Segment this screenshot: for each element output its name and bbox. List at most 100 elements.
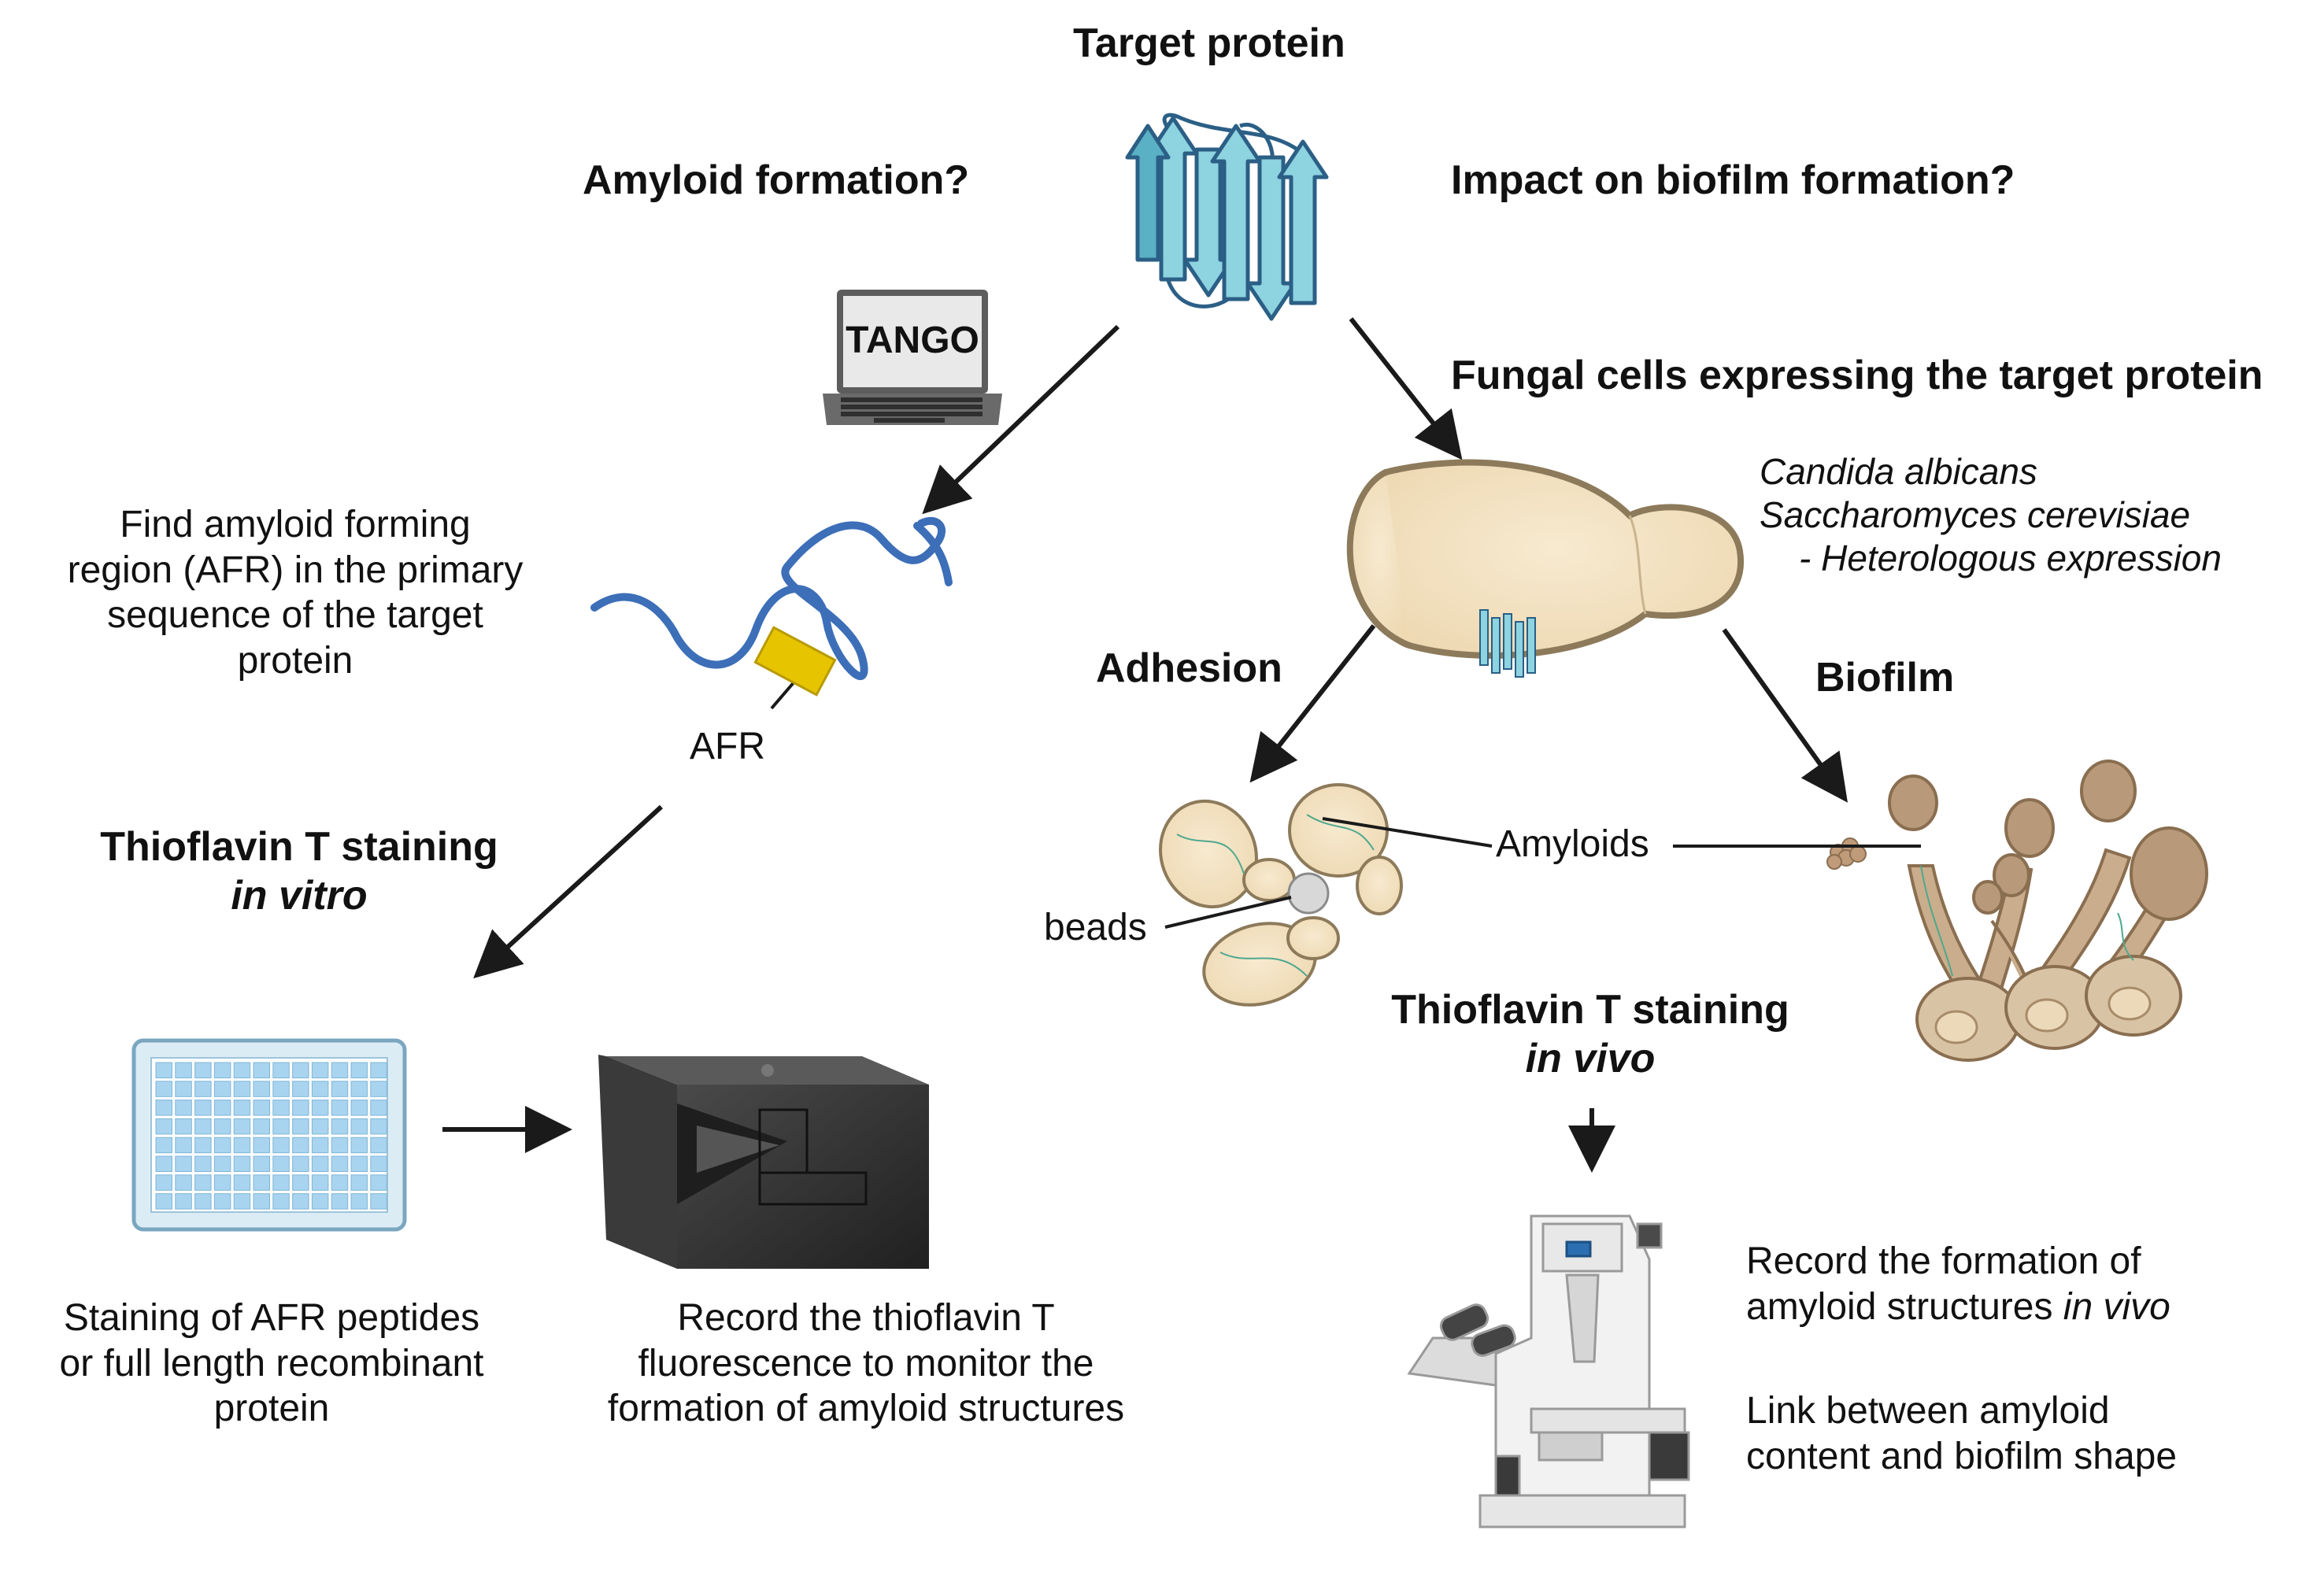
- plate-well: [213, 1174, 231, 1191]
- plate-well: [233, 1155, 251, 1172]
- flow-arrows: [442, 317, 1848, 1173]
- in-vivo-staining-subtitle: in vivo: [1525, 1036, 1656, 1082]
- adhesion-cells-icon: [1159, 783, 1403, 1007]
- plate-well: [350, 1081, 368, 1097]
- arrow-protein-to-sequence: [922, 324, 1120, 515]
- in-vitro-staining-heading: Thioflavin T staining: [100, 824, 498, 870]
- biofilm-label: Biofilm: [1815, 655, 1955, 700]
- plate-well: [370, 1100, 387, 1116]
- plate-well: [213, 1137, 231, 1154]
- plate-well: [253, 1062, 270, 1078]
- plate-well: [233, 1193, 251, 1210]
- afr-description-line: Find amyloid forming: [120, 504, 471, 545]
- afr-description-line: sequence of the target: [107, 594, 483, 637]
- plate-well: [331, 1155, 349, 1172]
- plate-well: [155, 1062, 172, 1078]
- amyloids-label: Amyloids: [1496, 823, 1649, 865]
- plate-well: [175, 1137, 192, 1154]
- tango-label: TANGO: [846, 320, 979, 361]
- beads-label: beads: [1044, 907, 1147, 948]
- plate-well: [175, 1118, 192, 1135]
- plate-well: [292, 1193, 309, 1210]
- biofilm-impact-question: Impact on biofilm formation?: [1451, 157, 2015, 203]
- record-line-2-text: amyloid structures: [1746, 1285, 2063, 1328]
- record-in-vivo-text: Record the formation of amyloid structur…: [1746, 1239, 2170, 1329]
- reader-caption-line: fluorescence to monitor the: [638, 1342, 1094, 1384]
- reader-caption-line: Record the thioflavin T: [677, 1297, 1055, 1339]
- in-vitro-staining-subtitle: in vitro: [231, 873, 368, 919]
- plate-well: [331, 1193, 349, 1210]
- plate-well: [213, 1062, 231, 1078]
- species-line: Candida albicans: [1760, 451, 2037, 492]
- plate-well: [155, 1155, 172, 1172]
- plate-well: [194, 1118, 212, 1135]
- plate-well: [213, 1081, 231, 1097]
- plate-well: [311, 1193, 329, 1210]
- well-plate-icon: [131, 1038, 407, 1232]
- plate-well: [331, 1137, 349, 1154]
- plate-well: [253, 1193, 270, 1210]
- plate-well: [233, 1137, 251, 1154]
- plate-well: [272, 1118, 290, 1135]
- in-vitro-staining-title: Thioflavin T staining in vitro: [47, 822, 551, 921]
- plate-well: [311, 1137, 329, 1154]
- plate-caption-line: protein: [213, 1388, 330, 1430]
- plate-well: [331, 1174, 349, 1191]
- plate-well: [272, 1155, 290, 1172]
- target-protein-title: Target protein: [1073, 20, 1345, 66]
- bead: [1287, 872, 1330, 915]
- plate-well: [272, 1174, 290, 1191]
- plate-well: [213, 1100, 231, 1116]
- plate-well: [331, 1062, 349, 1078]
- link-text-line: content and biofilm shape: [1746, 1435, 2178, 1477]
- plate-well: [370, 1118, 387, 1135]
- in-vivo-staining-title: Thioflavin T staining in vivo: [1354, 985, 1826, 1084]
- plate-well: [370, 1193, 387, 1210]
- plate-well: [155, 1174, 172, 1191]
- record-line-2-italic: in vivo: [2063, 1285, 2170, 1328]
- plate-well: [233, 1100, 251, 1116]
- laptop-icon: TANGO: [823, 290, 1002, 425]
- plate-well: [370, 1062, 387, 1078]
- plate-well: [350, 1100, 368, 1116]
- plate-well: [213, 1155, 231, 1172]
- plate-well: [175, 1155, 192, 1172]
- plate-well: [253, 1137, 270, 1154]
- link-text-line: Link between amyloid: [1746, 1390, 2110, 1432]
- fungal-cells-title: Fungal cells expressing the target prote…: [1451, 353, 2263, 398]
- yeast-cell-icon: [1346, 459, 1745, 678]
- reader-caption-line: formation of amyloid structures: [607, 1388, 1125, 1430]
- plate-well: [292, 1118, 309, 1135]
- plate-well: [155, 1081, 172, 1097]
- plate-well: [292, 1155, 309, 1172]
- plate-well: [272, 1137, 290, 1154]
- plate-well: [155, 1118, 172, 1135]
- plate-well: [350, 1137, 368, 1154]
- afr-description-line: region (AFR) in the primary: [67, 549, 524, 591]
- plate-well: [292, 1100, 309, 1116]
- reader-caption: Record the thioflavin T fluorescence to …: [551, 1296, 1181, 1432]
- arrow-cell-to-adhesion: [1249, 624, 1376, 783]
- plate-well: [175, 1100, 192, 1116]
- arrow-sequence-to-plate: [473, 804, 664, 979]
- plate-well: [175, 1174, 192, 1191]
- plate-well: [155, 1193, 172, 1210]
- biofilm-icon: [1826, 760, 2208, 1062]
- plate-well: [155, 1100, 172, 1116]
- arrow-protein-to-cells: [1349, 317, 1463, 460]
- arrow-cell-to-biofilm: [1722, 628, 1848, 803]
- amyloid-pointer-lines: [1164, 817, 1921, 929]
- plate-caption: Staining of AFR peptides or full length …: [16, 1296, 527, 1432]
- plate-well: [194, 1155, 212, 1172]
- amyloid-formation-question: Amyloid formation?: [583, 157, 970, 203]
- plate-well: [370, 1081, 387, 1097]
- record-line-1: Record the formation of: [1746, 1240, 2141, 1282]
- plate-well: [350, 1118, 368, 1135]
- plate-well: [194, 1100, 212, 1116]
- plate-well: [311, 1062, 329, 1078]
- plate-caption-line: Staining of AFR peptides: [63, 1297, 480, 1339]
- plate-well: [331, 1100, 349, 1116]
- plate-well: [253, 1155, 270, 1172]
- plate-well: [370, 1174, 387, 1191]
- afr-description: Find amyloid forming region (AFR) in the…: [24, 502, 567, 683]
